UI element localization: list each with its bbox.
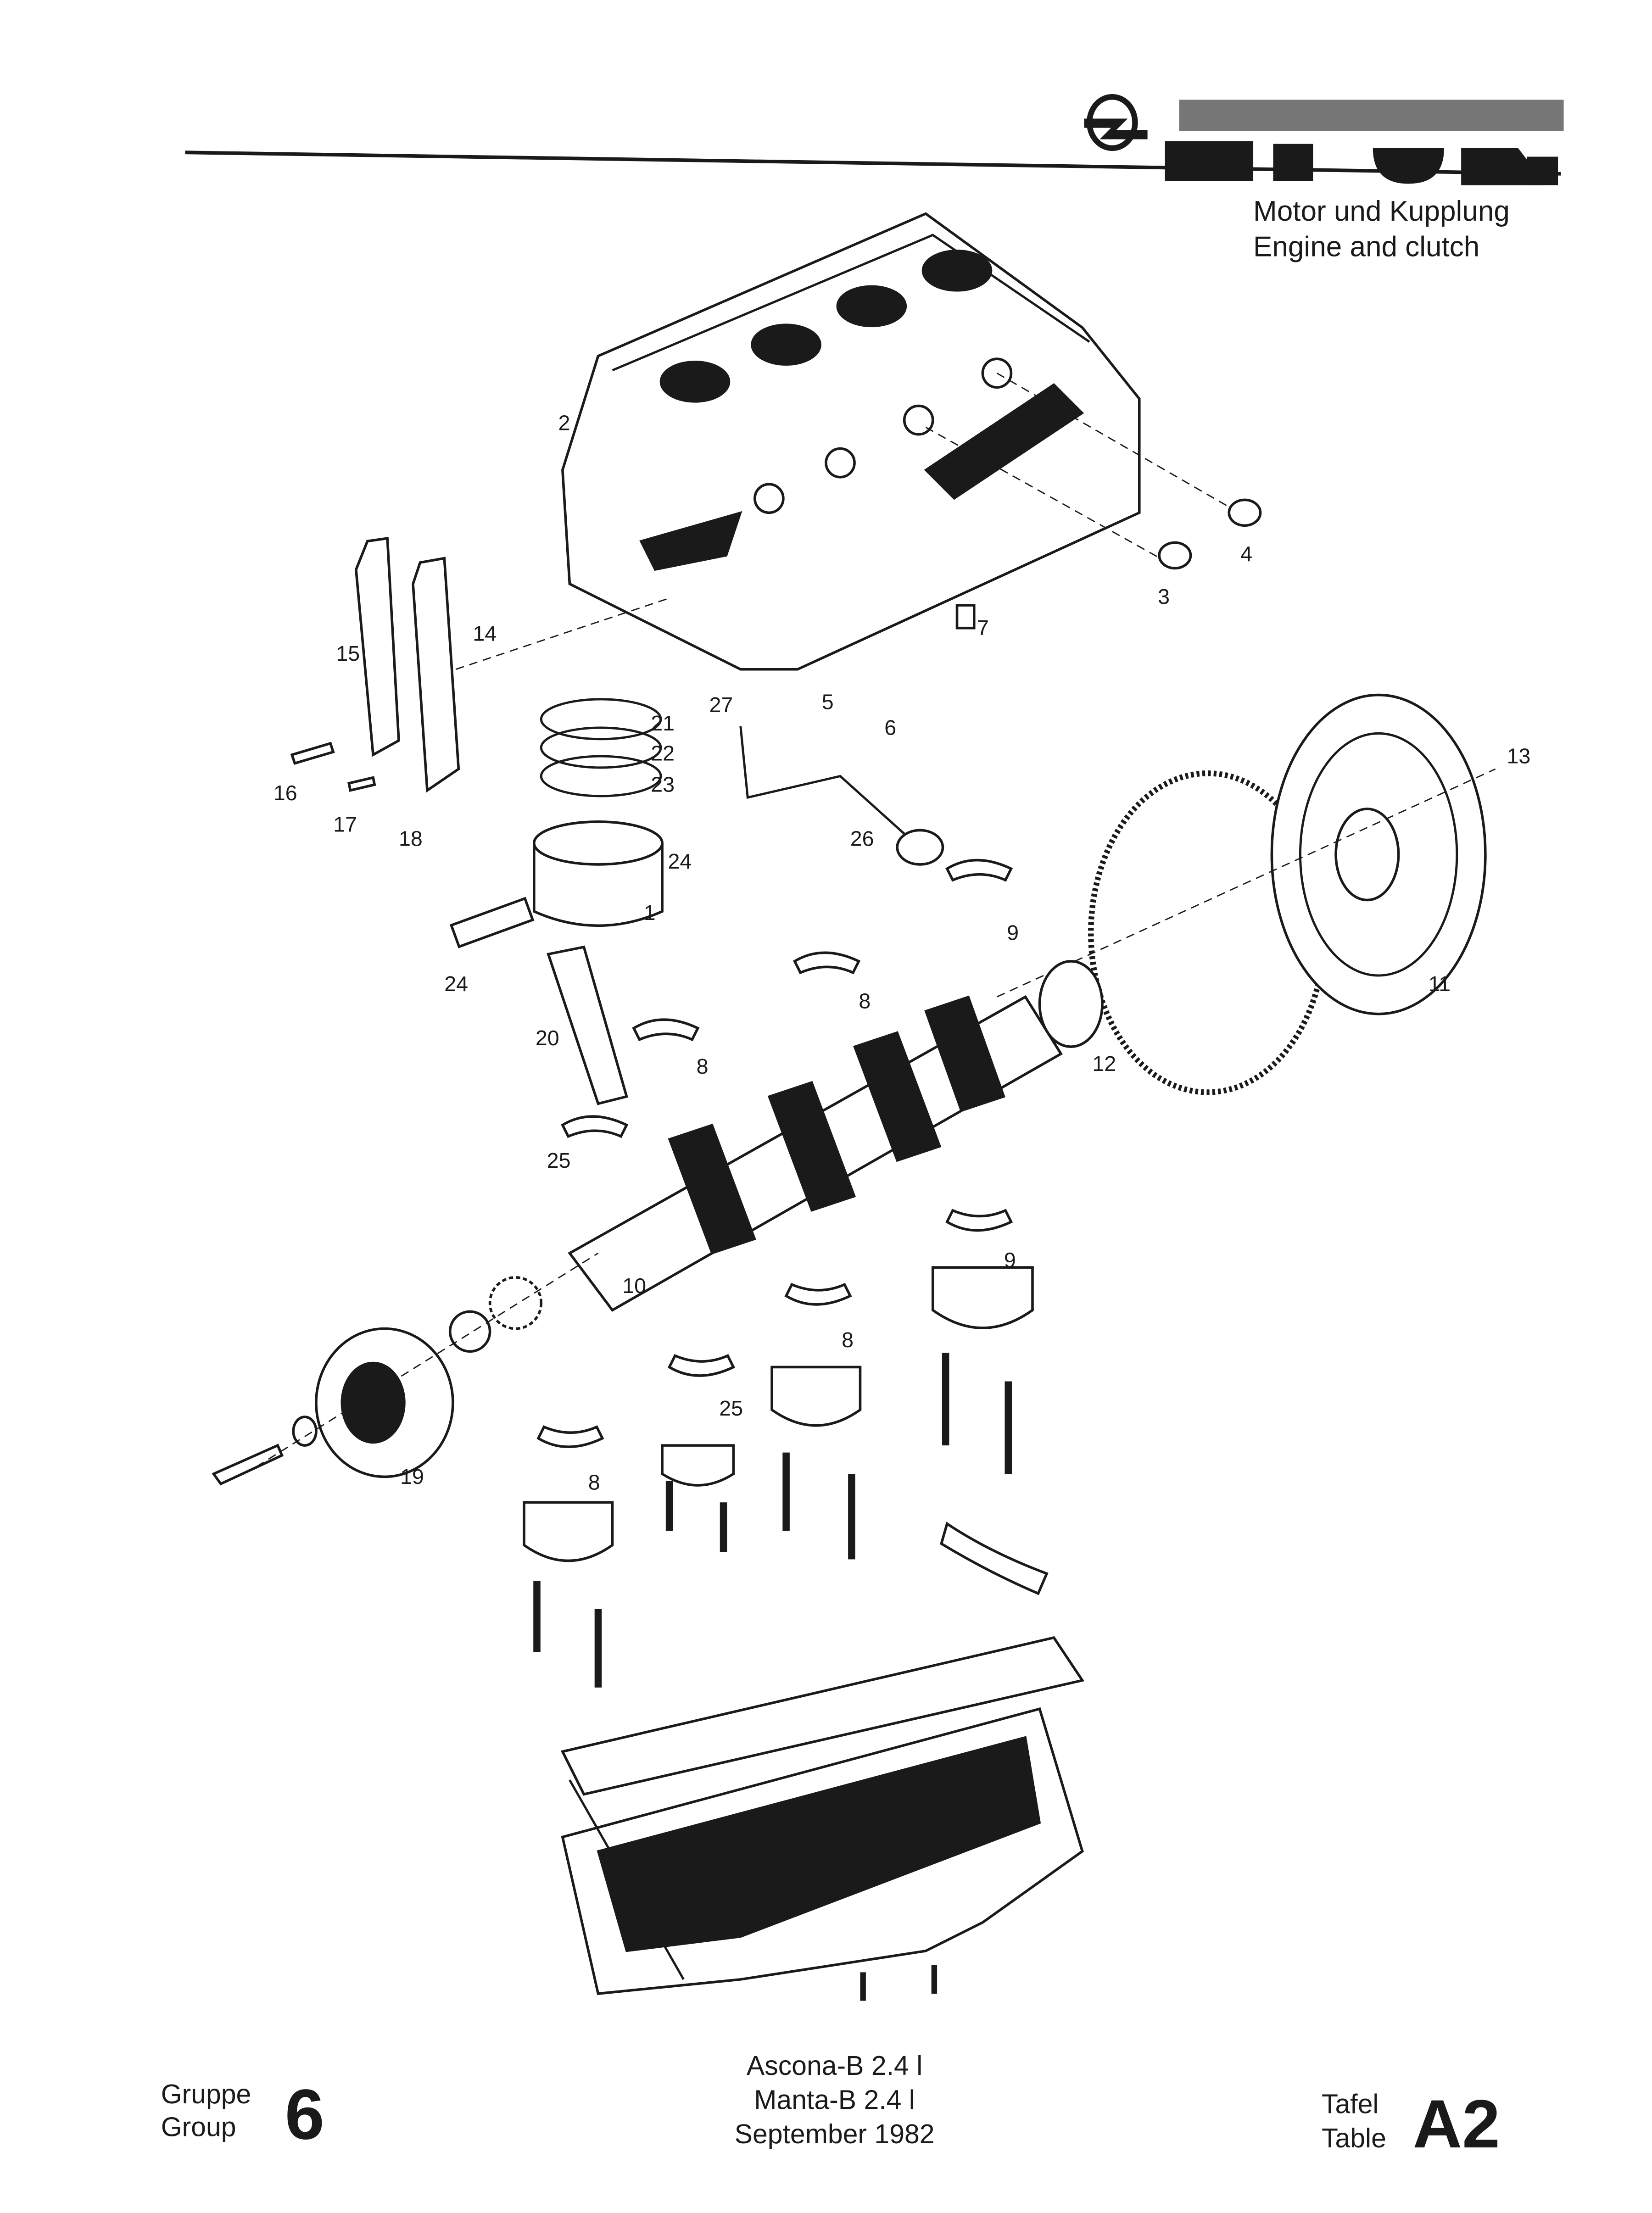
table-label-en: Table xyxy=(1322,2124,1386,2153)
callout: 3 xyxy=(1158,585,1170,608)
oil-seal-12 xyxy=(1038,960,1104,1048)
callout: 27 xyxy=(709,693,733,717)
callout: 22 xyxy=(651,741,675,765)
date: September 1982 xyxy=(735,2119,935,2149)
sport-wordmark xyxy=(1165,100,1564,185)
main-bearing-caps xyxy=(523,1266,1034,1688)
bearing-shells xyxy=(536,858,1013,1448)
callout: 14 xyxy=(473,622,497,646)
footer: Gruppe Group 6 Ascona-B 2.4 l Manta-B 2.… xyxy=(161,2051,1500,2162)
callout: 11 xyxy=(1429,972,1451,996)
callout: 19 xyxy=(400,1465,424,1488)
callout: 7 xyxy=(977,616,989,640)
callout: 6 xyxy=(884,716,896,740)
callout: 24 xyxy=(668,849,692,873)
table-number: A2 xyxy=(1413,2085,1500,2162)
callout: 24 xyxy=(444,972,468,996)
group-label-en: Group xyxy=(161,2112,236,2142)
title-german: Motor und Kupplung xyxy=(1253,195,1510,227)
callout: 8 xyxy=(859,989,871,1013)
callout: 26 xyxy=(850,827,874,851)
header-rule xyxy=(185,151,1561,176)
oil-pan xyxy=(561,1707,1084,1995)
callout: 9 xyxy=(1007,920,1019,944)
piston-rings xyxy=(540,698,662,797)
callout: 13 xyxy=(1507,744,1530,768)
callout: 9 xyxy=(1004,1248,1016,1272)
callout: 2 xyxy=(558,411,570,435)
callout: 8 xyxy=(588,1470,600,1494)
engine-block xyxy=(561,212,1141,671)
callout: 17 xyxy=(333,813,357,836)
callout: 5 xyxy=(822,690,834,714)
pulley-19 xyxy=(212,1276,543,1486)
bolt-16 xyxy=(290,741,335,765)
callout: 23 xyxy=(651,773,675,797)
oil-pickup-26 xyxy=(739,726,912,842)
callout: 10 xyxy=(622,1274,646,1298)
callout: 12 xyxy=(1092,1052,1116,1076)
model-2: Manta-B 2.4 l xyxy=(754,2085,915,2115)
callout-labels: 2 4 3 7 15 14 27 5 6 21 22 23 16 17 18 1… xyxy=(273,411,1530,1494)
group-number: 6 xyxy=(285,2074,324,2154)
connecting-rod-20 xyxy=(547,945,628,1105)
table-label-de: Tafel xyxy=(1322,2090,1379,2119)
crankshaft-10 xyxy=(568,995,1063,1312)
opel-sport-logo xyxy=(1084,94,1564,185)
flywheel-11 xyxy=(1088,693,1487,1095)
callout: 16 xyxy=(273,781,297,805)
group-label-de: Gruppe xyxy=(161,2079,251,2109)
oil-pan-gasket xyxy=(560,1636,1085,1796)
opel-bolt-icon xyxy=(1084,118,1148,139)
chain-tensioner-14 xyxy=(412,557,460,793)
plug-4 xyxy=(1228,498,1262,527)
callout: 25 xyxy=(719,1396,743,1420)
callout: 20 xyxy=(536,1026,559,1050)
piston xyxy=(449,820,664,948)
callout: 18 xyxy=(399,827,423,851)
callout: 1 xyxy=(644,901,656,925)
title-english: Engine and clutch xyxy=(1253,231,1479,263)
bolt-17 xyxy=(347,776,376,792)
rear-seal-shell xyxy=(940,1522,1049,1595)
dowel-7 xyxy=(955,604,976,630)
chain-guide-15 xyxy=(355,537,400,757)
model-1: Ascona-B 2.4 l xyxy=(747,2051,922,2081)
callout: 8 xyxy=(697,1054,709,1078)
callout: 25 xyxy=(547,1148,571,1172)
plug-3 xyxy=(1158,541,1192,570)
callout: 21 xyxy=(651,711,675,735)
callout: 4 xyxy=(1240,542,1252,566)
callout: 8 xyxy=(842,1328,854,1352)
callout: 15 xyxy=(336,641,360,665)
